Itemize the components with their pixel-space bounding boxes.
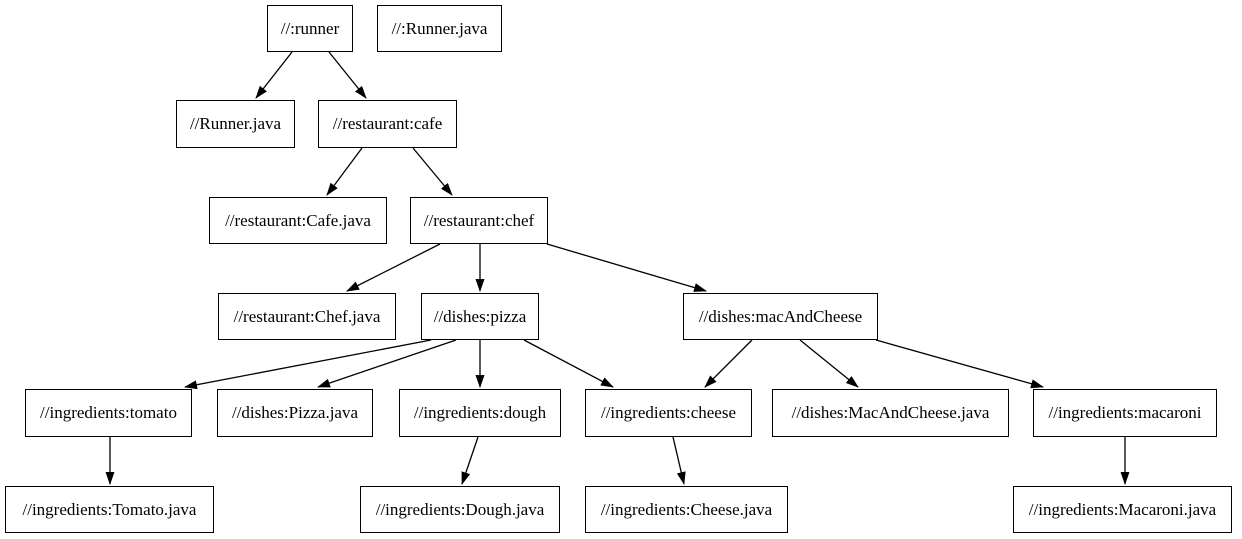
- edge-pizza-to-tomato: [184, 339, 432, 390]
- edge-pizza-to-pizza-java: [317, 339, 457, 388]
- edge-cheese-to-cheese-java: [672, 436, 686, 485]
- edge-runner-to-runner-java: [255, 51, 293, 99]
- node-runner-java: //Runner.java: [176, 100, 295, 148]
- node-mac-and-cheese: //dishes:macAndCheese: [683, 293, 878, 340]
- edge-dough-to-dough-java: [461, 436, 479, 485]
- node-runner: //:runner: [267, 5, 353, 52]
- edge-runner-to-cafe: [328, 51, 367, 99]
- node-pizza-java: //dishes:Pizza.java: [217, 389, 373, 437]
- node-tomato-java: //ingredients:Tomato.java: [5, 486, 214, 533]
- node-pizza: //dishes:pizza: [421, 293, 539, 340]
- node-mac-and-cheese-java: //dishes:MacAndCheese.java: [772, 389, 1009, 437]
- node-chef: //restaurant:chef: [410, 197, 548, 244]
- node-cheese: //ingredients:cheese: [585, 389, 752, 437]
- edge-mac-and-cheese-to-macaroni: [875, 339, 1044, 389]
- node-cheese-java: //ingredients:Cheese.java: [585, 486, 788, 533]
- edge-chef-to-mac-and-cheese: [546, 243, 707, 292]
- node-runner-java-root: //:Runner.java: [377, 5, 502, 52]
- node-macaroni: //ingredients:macaroni: [1033, 389, 1217, 437]
- edge-cafe-to-chef: [412, 147, 453, 196]
- node-dough-java: //ingredients:Dough.java: [360, 486, 560, 533]
- node-dough: //ingredients:dough: [399, 389, 561, 437]
- node-cafe-java: //restaurant:Cafe.java: [209, 197, 387, 244]
- edge-chef-to-chef-java: [346, 243, 441, 292]
- node-tomato: //ingredients:tomato: [25, 389, 192, 437]
- edge-pizza-to-cheese: [523, 339, 614, 388]
- node-chef-java: //restaurant:Chef.java: [218, 293, 396, 340]
- node-macaroni-java: //ingredients:Macaroni.java: [1013, 486, 1232, 533]
- edge-mac-and-cheese-to-cheese: [704, 339, 753, 388]
- edge-cafe-to-cafe-java: [326, 147, 363, 196]
- edge-mac-and-cheese-to-mac-and-cheese-java: [799, 339, 859, 388]
- node-cafe: //restaurant:cafe: [318, 100, 457, 148]
